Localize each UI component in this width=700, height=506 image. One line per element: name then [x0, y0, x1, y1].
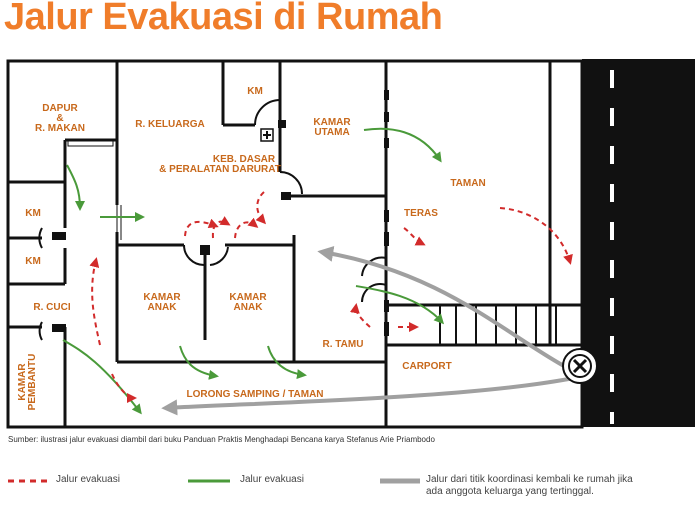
room-keb-dasar-1: KEB. DASAR [213, 154, 276, 165]
room-carport: CARPORT [402, 361, 451, 372]
room-keluarga: R. KELUARGA [135, 119, 204, 130]
legend-gray-line-2: ada anggota keluarga yang tertinggal. [426, 486, 594, 497]
room-kamar-utama-2: UTAMA [314, 127, 349, 138]
room-kamar-anak2-1: KAMAR [229, 292, 267, 303]
room-km-left2: KM [25, 256, 41, 267]
road [582, 59, 695, 427]
legend-gray-label: Jalur dari titik koordinasi kembali ke r… [426, 474, 633, 498]
room-taman: TAMAN [450, 178, 485, 189]
red-paths [89, 191, 573, 403]
room-lorong: LORONG SAMPING / TAMAN [186, 389, 323, 400]
source-caption: Sumber: ilustrasi jalur evakuasi diambil… [8, 435, 435, 444]
room-kamar-anak1-2: ANAK [148, 302, 178, 313]
legend-green-label: Jalur evakuasi [240, 474, 304, 485]
legend-red-label: Jalur evakuasi [56, 474, 120, 485]
room-dapur-2: & [56, 113, 63, 124]
green-paths [62, 127, 445, 415]
room-keb-dasar-2: & PERALATAN DARURAT [159, 164, 281, 175]
room-dapur-1: DAPUR [42, 103, 78, 114]
legend-gray-line-1: Jalur dari titik koordinasi kembali ke r… [426, 474, 633, 485]
gray-paths [161, 245, 575, 416]
room-km-left1: KM [25, 208, 41, 219]
room-teras: TERAS [404, 208, 438, 219]
room-kamar-anak1-1: KAMAR [143, 292, 181, 303]
room-kamar-pembantu-2: PEMBANTU [27, 354, 38, 411]
room-kamar-anak2-2: ANAK [234, 302, 264, 313]
page-title: Jalur Evakuasi di Rumah [4, 0, 443, 38]
room-dapur-3: R. MAKAN [35, 123, 85, 134]
room-kamar-utama-1: KAMAR [313, 117, 351, 128]
room-r-cuci: R. CUCI [33, 302, 70, 313]
room-r-tamu: R. TAMU [323, 339, 364, 350]
room-kamar-pembantu-1: KAMAR [17, 363, 28, 401]
wall-blocks [52, 90, 389, 336]
room-km-top: KM [247, 86, 263, 97]
coordination-point-icon [562, 348, 598, 384]
